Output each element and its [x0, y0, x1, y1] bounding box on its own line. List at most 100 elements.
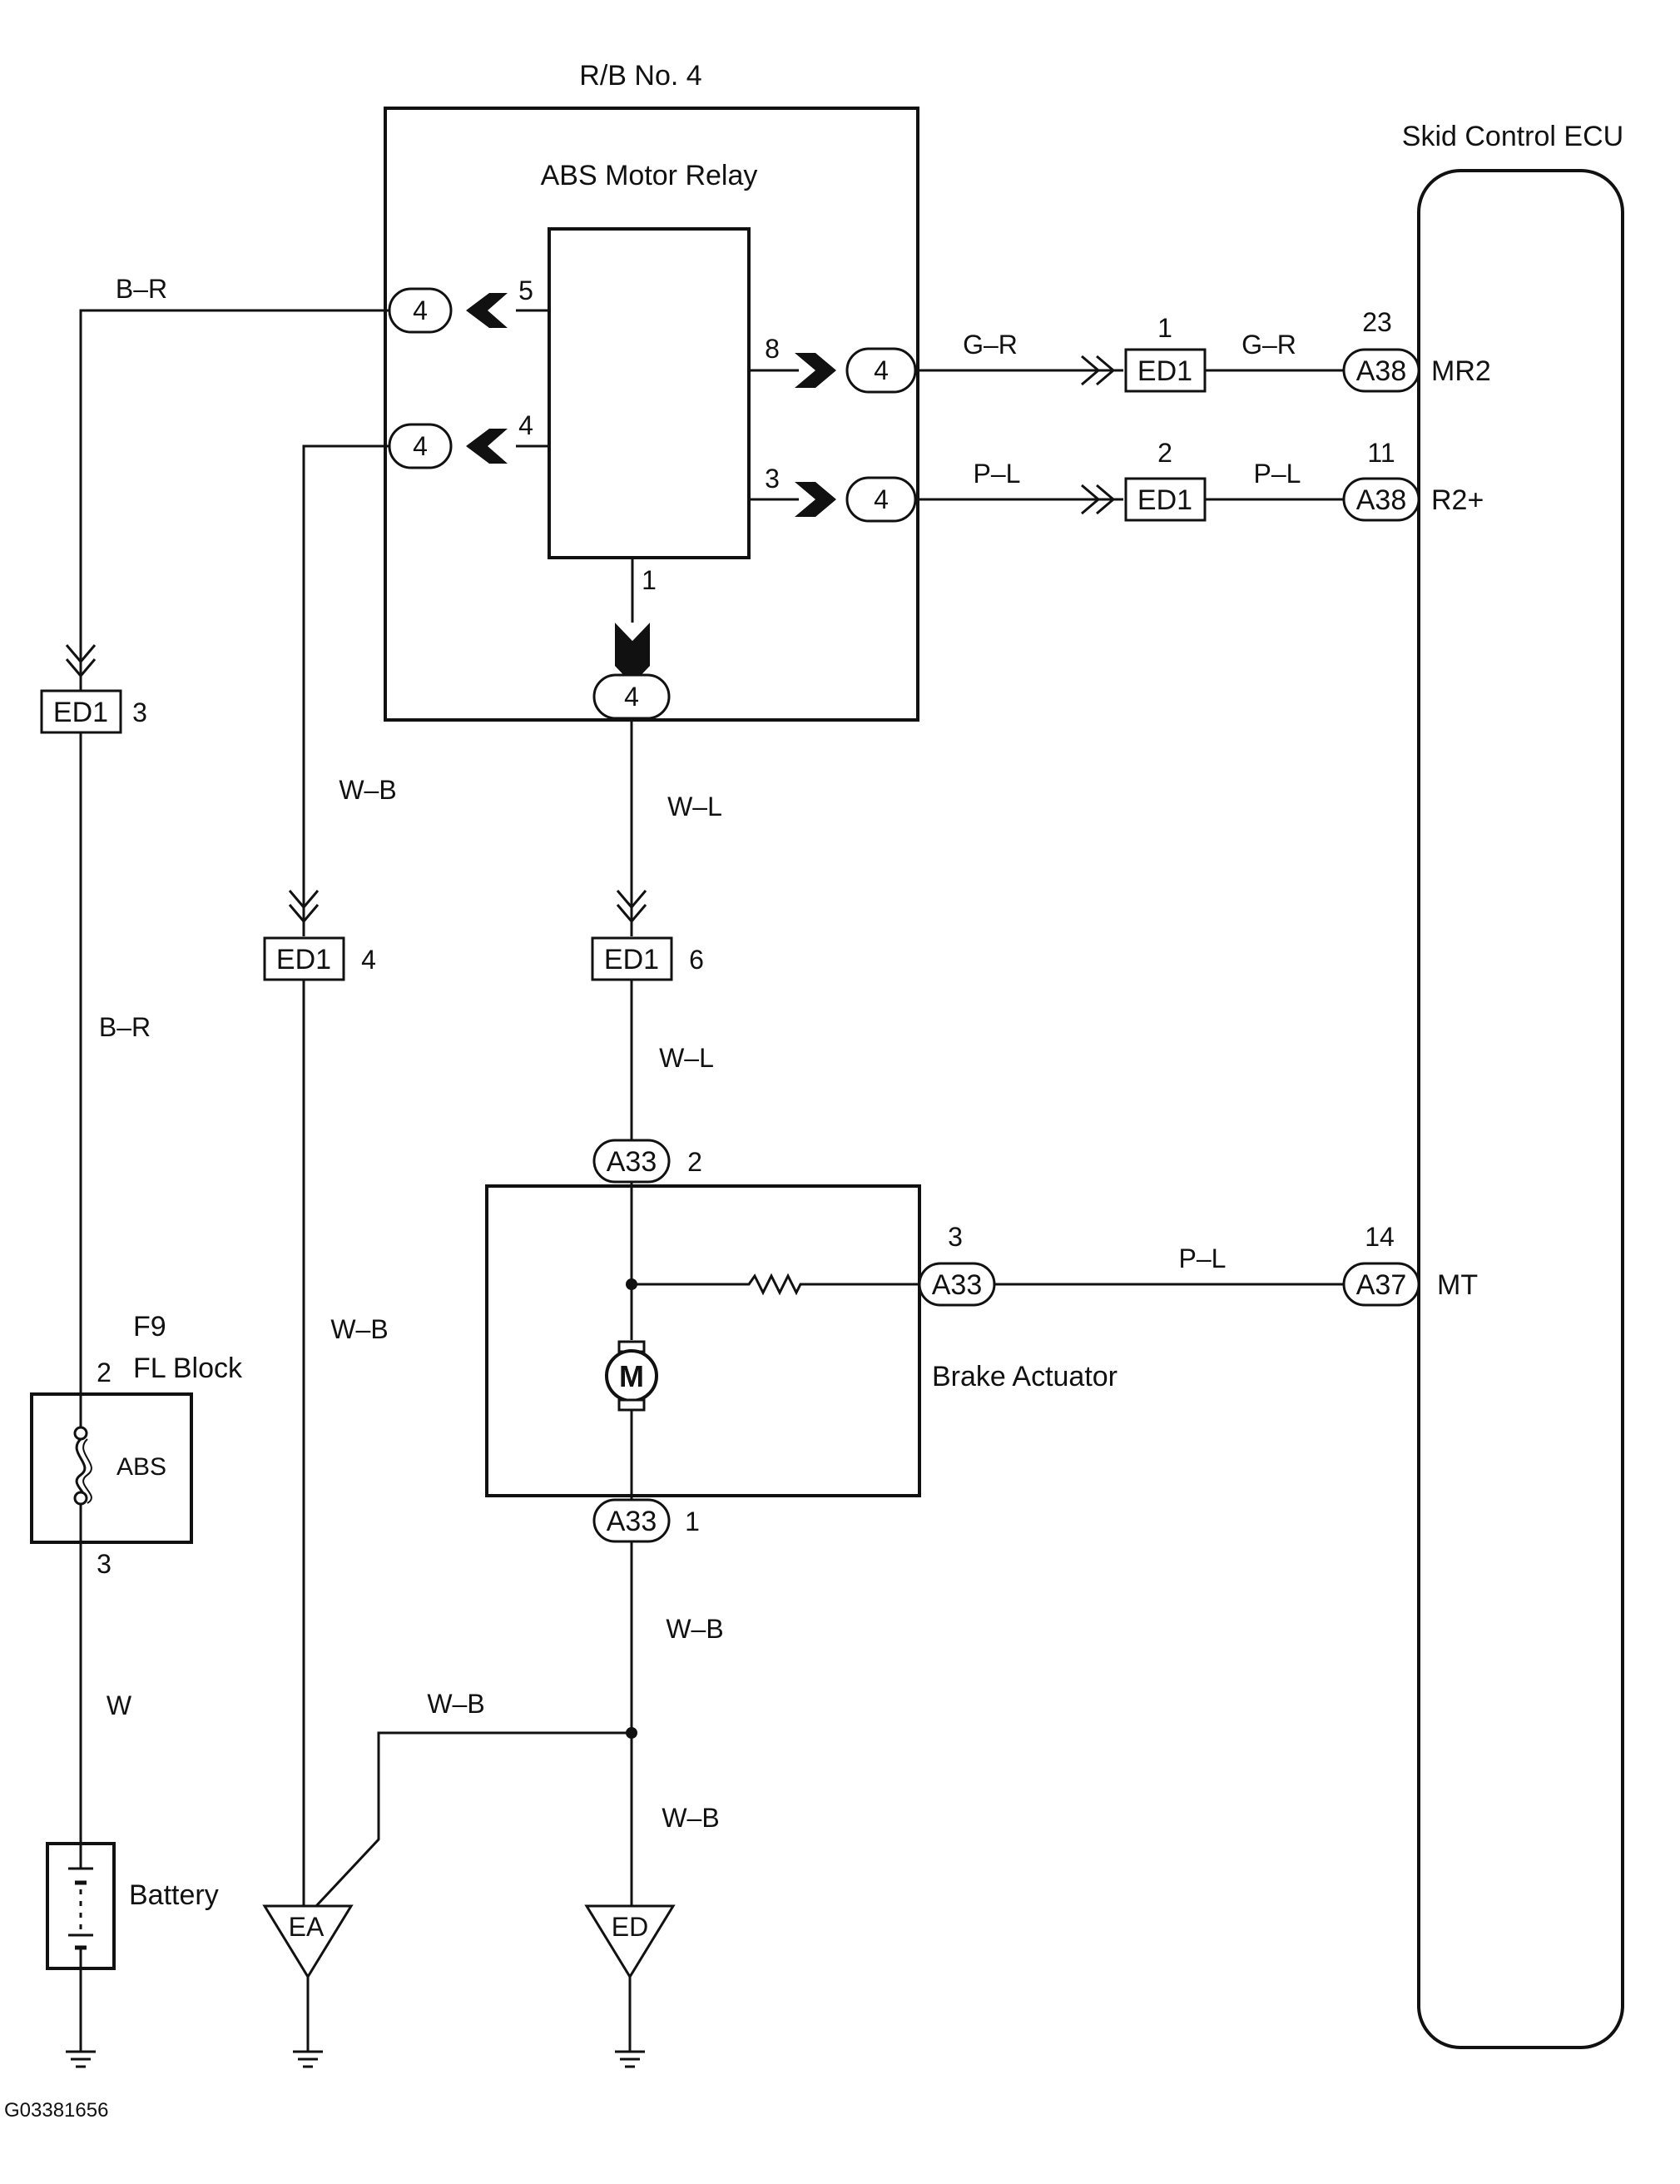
ecu-pin-mt: 14	[1365, 1222, 1395, 1252]
ecu-terminal-r2: R2+	[1431, 484, 1484, 516]
ed1-mid-label: ED1	[276, 944, 331, 975]
ed1-left-arrow	[65, 644, 97, 664]
wire-br-top	[79, 309, 389, 691]
ground-ed-symbol	[584, 1904, 676, 1979]
a33-top-label: A33	[607, 1146, 657, 1178]
rb-connector-pin5-label: 4	[413, 295, 428, 325]
ed1-mid-arrow	[288, 890, 320, 910]
ecu-title: Skid Control ECU	[1402, 121, 1623, 152]
wire-pl-mt-label: P–L	[1179, 1243, 1227, 1273]
brake-actuator-frame	[485, 1184, 921, 1497]
relay-pin4-number: 4	[518, 410, 533, 440]
motor-brush-bottom	[617, 1398, 646, 1412]
ground-ea-label: EA	[289, 1912, 325, 1942]
a33-bottom-label: A33	[607, 1506, 657, 1537]
wire-wb-branch-label: W–B	[427, 1689, 484, 1719]
wire-br-left-label: B–R	[99, 1012, 151, 1042]
relay-pin3-terminal	[795, 482, 836, 517]
rb-connector-pin1-label: 4	[624, 682, 639, 712]
relay-pin1-terminal-notch	[615, 623, 650, 641]
relay-pin3-number: 3	[765, 464, 780, 494]
ed1-top2-arrow	[1081, 484, 1101, 515]
ed1-left-pin: 3	[132, 697, 147, 727]
ecu-pin-mr2: 23	[1362, 307, 1392, 337]
wire-wb-ground-label: W–B	[662, 1803, 719, 1833]
ed1-top1-label: ED1	[1137, 355, 1192, 387]
ed1-top2-label: ED1	[1137, 484, 1192, 516]
relay-title: ABS Motor Relay	[541, 160, 758, 191]
actuator-resistor-wire	[632, 1273, 919, 1296]
ed1-center-arrow-2	[616, 904, 647, 924]
ed1-top2-connector	[1124, 477, 1207, 522]
ecu-body	[1417, 169, 1624, 2049]
relay-pin5-terminal	[466, 293, 508, 328]
fl-block-pin-in: 2	[97, 1358, 112, 1387]
ed1-center-arrow	[616, 890, 647, 910]
a37-mt-connector	[1342, 1262, 1420, 1307]
relay-pin1-terminal	[615, 623, 650, 684]
fuse-terminal-top	[73, 1426, 88, 1441]
wire-wl-label-2: W–L	[659, 1043, 714, 1073]
a37-mt-label: A37	[1356, 1269, 1407, 1301]
ed1-left-label: ED1	[53, 697, 108, 728]
fuse-icon-2	[82, 1438, 92, 1504]
motor-label: M	[619, 1359, 644, 1393]
ed1-top1-pin: 1	[1157, 313, 1172, 343]
a38-mr2-connector	[1342, 348, 1420, 393]
wire-wb-relay	[302, 444, 389, 936]
relay-pin1-number: 1	[642, 565, 657, 595]
ed1-left-arrow-2	[65, 658, 97, 678]
relay-pin4-terminal	[466, 429, 508, 464]
relay-pin5-number: 5	[518, 275, 533, 305]
ed1-center-label: ED1	[604, 944, 659, 975]
relay-block-title: R/B No. 4	[579, 60, 701, 92]
fl-block-title: FL Block	[133, 1353, 243, 1384]
rb-connector-pin4-label: 4	[413, 431, 428, 461]
ed1-top1-arrow	[1081, 355, 1101, 386]
wire-pl-label-2: P–L	[1254, 459, 1301, 489]
ground-ed-icon	[613, 2050, 647, 2068]
ed1-mid-connector	[263, 936, 345, 981]
ecu-terminal-mt: MT	[1437, 1269, 1478, 1301]
ed1-mid-arrow-2	[288, 904, 320, 924]
fl-block-pin-out: 3	[97, 1549, 112, 1579]
wire-wb-vert-label: W–B	[339, 775, 396, 805]
wire-gr-label-2: G–R	[1241, 330, 1296, 360]
a38-r2-label: A38	[1356, 484, 1407, 516]
wire-wb-branch	[315, 1731, 632, 1908]
relay-block-frame	[384, 107, 919, 722]
wire-wb-act-label: W–B	[666, 1614, 723, 1644]
fuse-terminal-bottom	[73, 1491, 88, 1506]
ground-ed-label: ED	[612, 1912, 648, 1942]
wire-br-top-label: B–R	[116, 274, 167, 304]
a33-side-label: A33	[932, 1269, 983, 1301]
ecu-pin-r2: 11	[1367, 438, 1395, 468]
wire-pl-label-1: P–L	[974, 459, 1021, 489]
fl-block-frame	[30, 1392, 193, 1544]
wire-wb-left-label: W–B	[330, 1314, 388, 1344]
a38-mr2-label: A38	[1356, 355, 1407, 387]
figure-code: G03381656	[4, 2099, 108, 2122]
ed1-left-connector	[40, 689, 122, 734]
rb-connector-pin8-label: 4	[874, 355, 889, 385]
relay-pin8-number: 8	[765, 334, 780, 364]
ed1-mid-pin: 4	[361, 945, 376, 975]
fl-block-id: F9	[133, 1311, 166, 1343]
relay-pin8-terminal	[795, 353, 836, 388]
wire-wl-label-1: W–L	[667, 792, 722, 821]
wire-w-label: W	[107, 1690, 132, 1720]
relay-body	[548, 227, 751, 559]
brake-actuator-title: Brake Actuator	[932, 1361, 1118, 1392]
a33-top-pin: 2	[687, 1147, 702, 1177]
battery-label: Battery	[129, 1879, 219, 1911]
battery-ground-icon	[64, 2050, 97, 2068]
a38-r2-connector	[1342, 477, 1420, 522]
ed1-center-pin: 6	[689, 945, 704, 975]
ground-ea-symbol	[262, 1904, 354, 1979]
ed1-top2-arrow-2	[1096, 484, 1116, 515]
a33-bottom-pin: 1	[685, 1506, 700, 1536]
wire-gr-label-1: G–R	[963, 330, 1018, 360]
ecu-terminal-mr2: MR2	[1431, 355, 1491, 387]
ed1-top1-arrow-2	[1096, 355, 1116, 386]
